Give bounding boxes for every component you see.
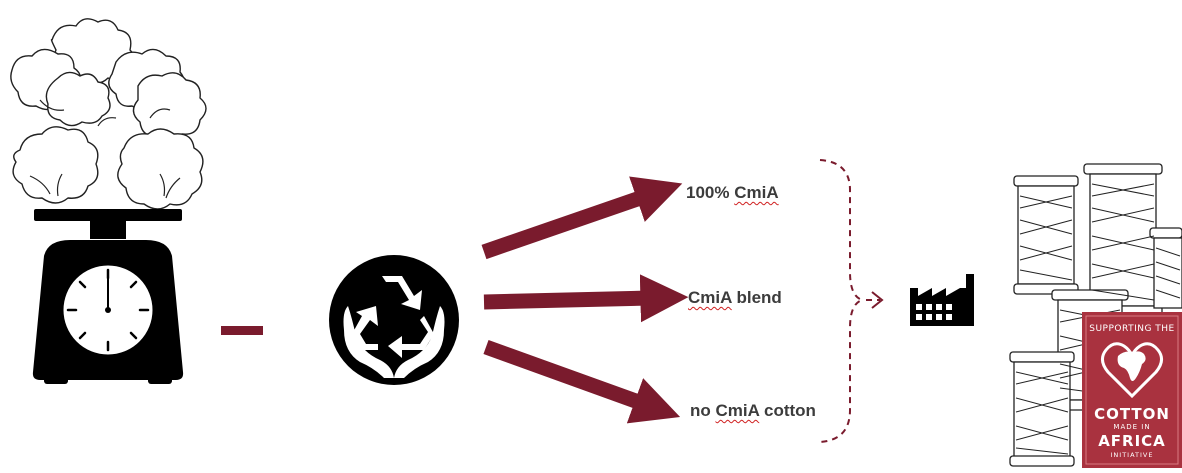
badge-line-3: MADE IN: [1113, 423, 1150, 431]
arrow-to-no-cmia: [483, 339, 681, 424]
label-no-cmia-cotton: no CmiA cotton: [690, 401, 816, 420]
label-100-cmia: 100% CmiA: [686, 183, 779, 202]
badge-line-2: COTTON: [1094, 405, 1170, 423]
weighing-scale-icon: [32, 209, 184, 384]
recycle-hands-icon: [329, 255, 459, 385]
factory-icon: [910, 274, 974, 326]
badge-line-5: INITIATIVE: [1111, 451, 1154, 459]
badge-line-4: AFRICA: [1098, 432, 1166, 450]
flow-arrows: [481, 176, 689, 424]
dashed-brace: [819, 159, 880, 443]
minus-sign: [221, 326, 263, 335]
brace-arrow-tip: [871, 291, 884, 309]
badge-line-1: SUPPORTING THE: [1089, 324, 1175, 334]
arrow-to-cmia-blend: [483, 274, 689, 323]
arrow-to-100-cmia: [481, 176, 683, 260]
cmia-badge: SUPPORTING THE COTTON MADE IN AFRICA INI…: [1082, 312, 1182, 468]
label-cmia-blend: CmiA blend: [688, 288, 782, 307]
africa-heart-icon: [1101, 342, 1163, 399]
cotton-bolls-icon: [10, 18, 207, 210]
